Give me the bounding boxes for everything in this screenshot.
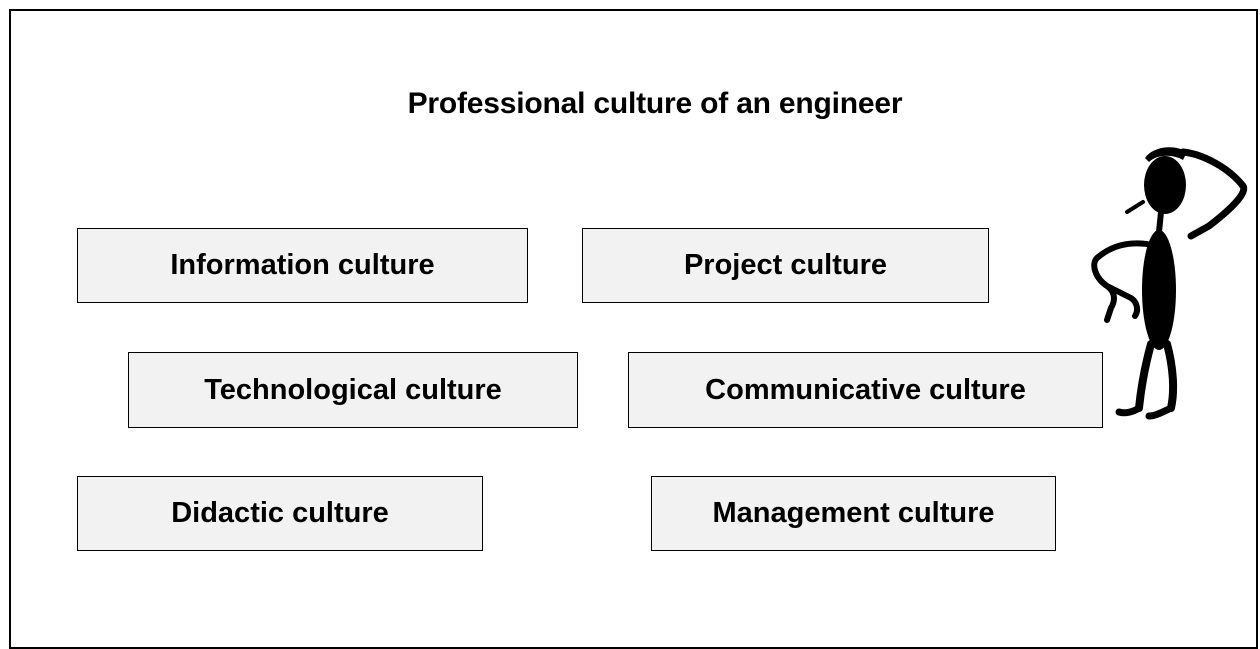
box-label: Information culture [170,249,435,281]
box-management-culture: Management culture [651,476,1056,551]
box-label: Project culture [683,249,888,281]
box-communicative-culture: Communicative culture [628,352,1103,428]
box-label: Communicative culture [705,373,1026,406]
box-technological-culture: Technological culture [128,352,578,428]
figure-hand [1145,147,1187,162]
box-information-culture: Information culture [77,228,528,303]
thinking-person-icon [1091,147,1248,420]
figure-head [1144,156,1186,214]
figure-left-foot [1115,404,1143,417]
box-project-culture: Project culture [582,228,989,303]
box-label: Management culture [712,497,995,529]
figure-raised-arm [1179,148,1248,240]
diagram-title: Professional culture of an engineer [407,87,903,120]
figure-left-leg [1135,340,1155,412]
figure-right-foot [1145,404,1175,420]
box-label: Didactic culture [171,497,389,529]
box-label: Technological culture [204,373,502,406]
figure-right-leg [1163,340,1178,412]
box-didactic-culture: Didactic culture [77,476,483,551]
figure-left-arm [1091,240,1150,323]
figure-torso [1142,230,1176,350]
